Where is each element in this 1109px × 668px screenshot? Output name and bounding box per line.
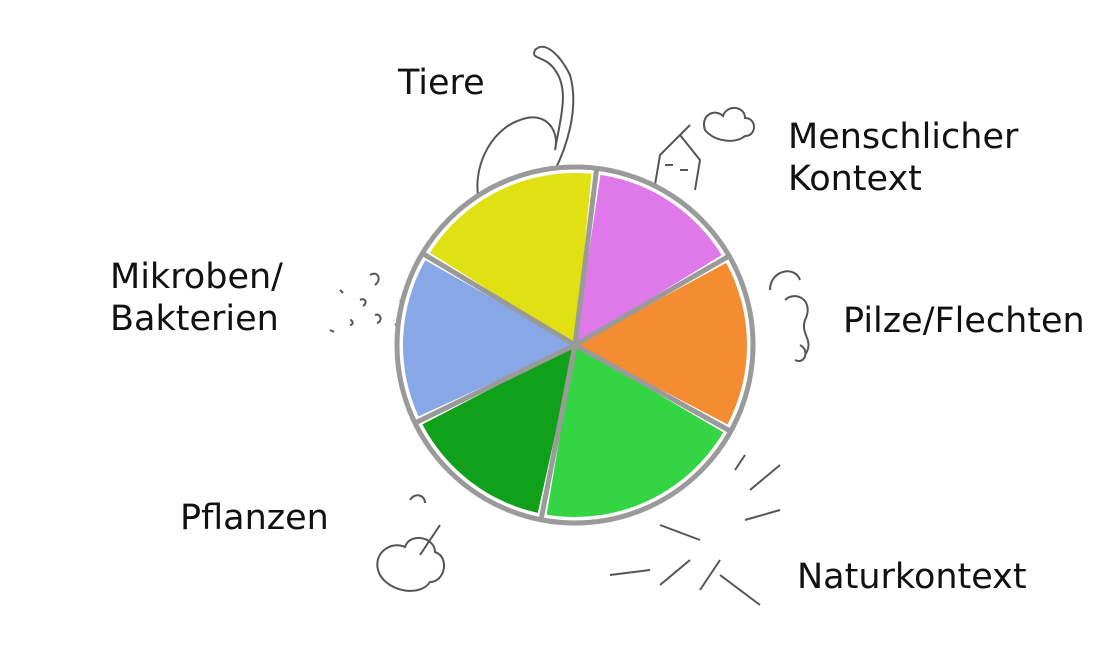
label-pflanzen: Pflanzen — [180, 498, 329, 538]
label-line: Menschlicher — [788, 117, 1019, 157]
label-line: Bakterien — [110, 299, 279, 339]
wedge-divider — [413, 342, 577, 426]
microbe-sketch — [329, 272, 405, 333]
wedge-fungi-lichens — [575, 262, 747, 425]
sun-sketch — [609, 454, 781, 606]
sketch-decorations — [329, 45, 810, 606]
tree-sketch — [376, 494, 445, 592]
wedge-divider — [538, 344, 578, 521]
wedge-divider — [421, 251, 577, 348]
wedge-animals — [429, 173, 592, 345]
wedge-divider — [573, 342, 732, 434]
wedge-human-context — [575, 174, 722, 345]
label-pilze-flechten: Pilze/Flechten — [843, 301, 1085, 341]
cloud-sketch — [703, 107, 755, 142]
label-line: Kontext — [788, 159, 922, 199]
mushroom-sketch — [769, 270, 810, 362]
wedge-nature-context — [546, 345, 724, 517]
wedge-plants — [422, 345, 575, 513]
label-naturkontext: Naturkontext — [797, 557, 1027, 597]
label-mikroben-bakterien: Mikroben/ Bakterien — [110, 256, 283, 340]
elephant-sketch — [476, 45, 591, 206]
label-tiere: Tiere — [398, 63, 485, 103]
label-line: Mikroben/ — [110, 257, 283, 297]
wedge-microbes-bacteria — [403, 260, 575, 417]
wedge-divider — [573, 253, 731, 348]
label-menschlicher-kontext: Menschlicher Kontext — [788, 116, 1018, 200]
house-sketch — [654, 124, 702, 191]
wedge-divider — [572, 168, 600, 346]
